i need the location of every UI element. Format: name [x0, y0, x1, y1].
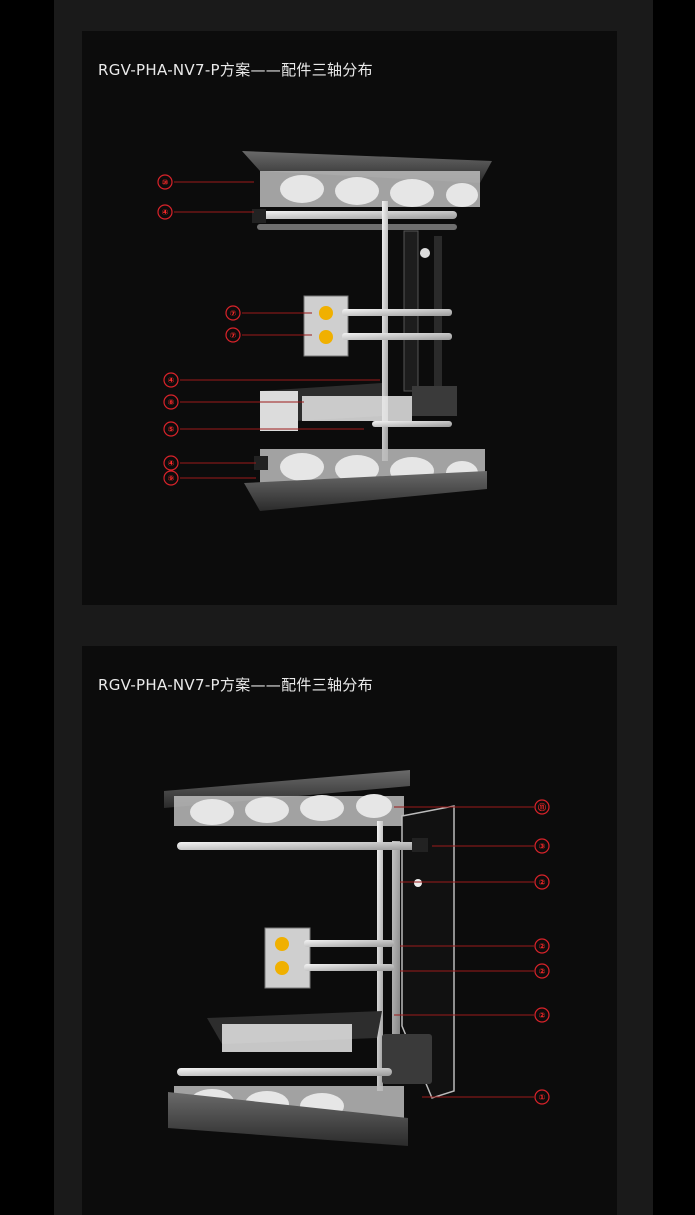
back-plate: [401, 805, 455, 1099]
top-tube: [252, 209, 457, 230]
callout-11: ⑪: [394, 799, 550, 815]
callout-4a: ④: [157, 204, 254, 220]
callout-8: ⑧: [163, 394, 304, 410]
callout-7a: ⑦: [225, 305, 312, 321]
bottom-radiator: [168, 1068, 408, 1146]
callout-2a: ②: [400, 874, 550, 890]
top-radiator: [242, 151, 492, 207]
gpu-block: [207, 1011, 382, 1052]
svg-text:②: ②: [539, 967, 546, 976]
assembly-panel-1: RGV-PHA-NV7-P方案——配件三轴分布: [82, 31, 617, 605]
callout-4b: ④: [163, 372, 380, 388]
svg-text:⑦: ⑦: [230, 331, 237, 340]
callout-1: ①: [422, 1089, 550, 1105]
callout-9: ⑨: [163, 470, 256, 486]
panel-title: RGV-PHA-NV7-P方案——配件三轴分布: [98, 676, 373, 694]
svg-text:④: ④: [162, 208, 169, 217]
panel-title: RGV-PHA-NV7-P方案——配件三轴分布: [98, 61, 373, 79]
svg-text:③: ③: [539, 842, 546, 851]
svg-text:⑩: ⑩: [162, 178, 169, 187]
gpu-block: [260, 383, 457, 431]
callout-10: ⑩: [157, 174, 254, 190]
vertical-rails: [377, 821, 400, 1091]
callout-7b: ⑦: [225, 327, 312, 343]
svg-text:①: ①: [539, 1093, 546, 1102]
svg-text:⑧: ⑧: [168, 398, 175, 407]
svg-text:⑪: ⑪: [538, 802, 546, 812]
svg-text:④: ④: [168, 459, 175, 468]
assembly-diagram-2: ⑪ ③ ② ② ② ② ①: [164, 770, 550, 1146]
top-tube: [177, 838, 428, 852]
top-radiator: [164, 770, 410, 826]
callout-5: ⑤: [163, 421, 364, 437]
svg-text:⑤: ⑤: [168, 425, 175, 434]
callout-2b: ②: [400, 938, 550, 954]
cpu-block: [303, 295, 452, 357]
callout-4c: ④: [163, 455, 256, 471]
assembly-panel-2: RGV-PHA-NV7-P方案——配件三轴分布: [82, 646, 617, 1215]
svg-text:②: ②: [539, 942, 546, 951]
svg-text:⑨: ⑨: [168, 474, 175, 483]
svg-text:④: ④: [168, 376, 175, 385]
assembly-diagram-1: ⑩ ④ ⑦ ⑦ ④ ⑧ ⑤: [157, 151, 492, 511]
callout-2c: ②: [400, 963, 550, 979]
cpu-block: [264, 927, 394, 989]
callout-3: ③: [432, 838, 550, 854]
svg-text:⑦: ⑦: [230, 309, 237, 318]
svg-text:②: ②: [539, 878, 546, 887]
svg-text:②: ②: [539, 1011, 546, 1020]
bottom-radiator: [244, 449, 487, 511]
pump: [382, 1034, 432, 1084]
callout-2d: ②: [394, 1007, 550, 1023]
